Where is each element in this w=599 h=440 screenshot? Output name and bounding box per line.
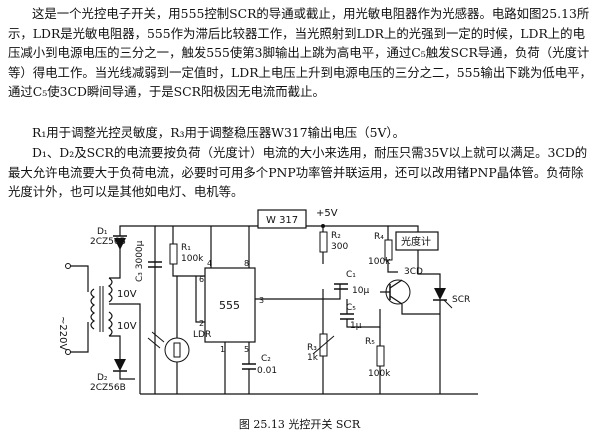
vcc-label: +5V bbox=[316, 208, 338, 219]
d2-type: 2CZ56B bbox=[90, 383, 126, 393]
pin3-label: 3 bbox=[259, 296, 264, 305]
c5-value: 1μ bbox=[350, 321, 362, 331]
w317-regulator bbox=[257, 209, 307, 229]
d2-label: D₂ bbox=[97, 373, 108, 383]
r1-wire bbox=[172, 226, 196, 277]
ic-555 bbox=[204, 267, 256, 343]
c2-label: C₂ bbox=[261, 354, 271, 364]
load-light-meter bbox=[395, 231, 439, 251]
c5-label: C₅ bbox=[346, 303, 356, 313]
pin5-label: 5 bbox=[244, 345, 249, 354]
transformer-secondary bbox=[107, 277, 113, 337]
ic-trigger-wires bbox=[195, 275, 205, 323]
positive-rail bbox=[119, 225, 156, 394]
d2-diode bbox=[114, 359, 126, 371]
scr-thyristor bbox=[434, 288, 446, 300]
pin1-label: 1 bbox=[220, 345, 225, 354]
secondary-bottom-label: 10V bbox=[117, 321, 137, 332]
r5-resistor bbox=[376, 345, 385, 367]
load-label: 光度计 bbox=[401, 235, 431, 248]
d1-diode bbox=[114, 238, 126, 250]
paragraph-3: D₁、D₂及SCR的电流要按负荷（光度计）电流的大小来选用，耐压只需35V以上就… bbox=[8, 145, 588, 200]
r1-resistor bbox=[169, 243, 178, 265]
pin2-label: 2 bbox=[199, 319, 204, 328]
c1-value: 10μ bbox=[352, 286, 369, 296]
ac-input-label: ~220V bbox=[57, 316, 68, 350]
r1-value: 100k bbox=[181, 254, 204, 264]
light-arrow-2 bbox=[147, 337, 161, 349]
scr-label: SCR bbox=[452, 295, 470, 305]
paragraph-1: 这是一个光控电子开关，用555控制SCR的导通或截止，用光敏电阻器作为光感器。电… bbox=[8, 6, 592, 100]
r1-label: R₁ bbox=[181, 243, 191, 253]
c3-label: C₃ 3000μ bbox=[135, 240, 145, 282]
d1-type: 2CZ56B bbox=[90, 237, 126, 247]
pin4-label: 4 bbox=[207, 259, 212, 268]
r3-label: R₃ bbox=[307, 343, 317, 353]
ldr-photoresistor bbox=[164, 337, 190, 363]
w317-label: W 317 bbox=[266, 215, 298, 226]
d2-wire bbox=[119, 371, 135, 380]
scr-wires bbox=[401, 300, 441, 394]
ldr-label: LDR bbox=[193, 330, 211, 340]
ic-label: 555 bbox=[219, 299, 240, 312]
light-arrow-1 bbox=[151, 331, 165, 343]
ic-power-wires bbox=[210, 226, 250, 268]
pin8-label: 8 bbox=[244, 259, 249, 268]
paragraph-2: R₁用于调整光控灵敏度，R₃用于调整稳压器W317输出电压（5V）。 bbox=[32, 125, 405, 140]
c5-wire bbox=[346, 299, 381, 328]
c2-value: 0.01 bbox=[257, 366, 277, 376]
r2-resistor bbox=[319, 231, 328, 253]
r3-value: 1k bbox=[307, 353, 319, 363]
circuit-diagram: ~220V 10V 10V D₁ 2CZ56B D₂ 2CZ56B C₃ 300… bbox=[57, 208, 478, 395]
q-label: 3CD bbox=[404, 267, 423, 277]
output-wire bbox=[255, 284, 341, 300]
ac-input-wires bbox=[70, 265, 89, 353]
secondary-wires bbox=[109, 238, 141, 394]
r4-value: 100k bbox=[368, 257, 391, 267]
ac-terminal-top bbox=[65, 263, 71, 269]
r2-value: 300 bbox=[331, 242, 348, 252]
load-wire bbox=[388, 225, 441, 288]
secondary-top-label: 10V bbox=[117, 289, 137, 300]
d1-label: D₁ bbox=[97, 227, 108, 237]
r5-label: R₅ bbox=[365, 337, 375, 347]
pin6-label: 6 bbox=[199, 275, 204, 284]
c1-label: C₁ bbox=[346, 270, 356, 280]
figure-caption: 图 25.13 光控开关 SCR bbox=[238, 418, 361, 431]
transformer-primary bbox=[90, 288, 96, 330]
r4-label: R₄ bbox=[374, 232, 384, 242]
r2-label: R₂ bbox=[331, 231, 341, 241]
